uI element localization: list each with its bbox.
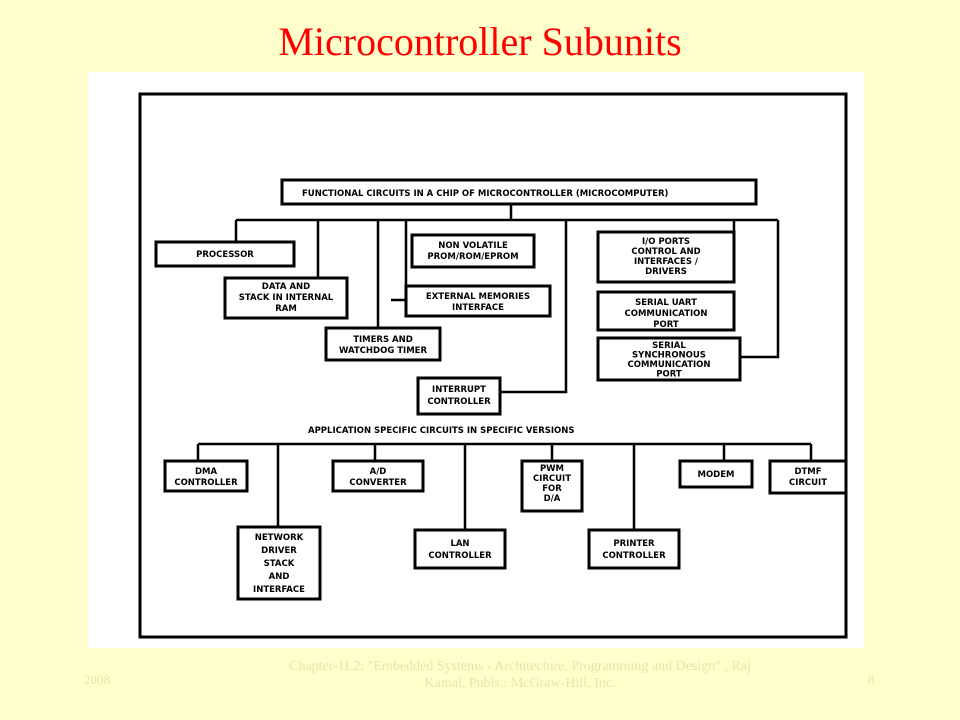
adc-box <box>331 459 425 493</box>
serial-sync-label: PORT <box>656 370 682 380</box>
footer-page-number: 8 <box>868 672 875 687</box>
io-ports-label: I/O PORTS <box>642 237 690 247</box>
lan-label: LAN <box>450 539 469 549</box>
timers-box <box>324 326 442 362</box>
interrupt-box <box>416 376 502 416</box>
timers-label: TIMERS AND <box>353 335 413 345</box>
lower-bus <box>196 442 813 530</box>
dtmf-label: CIRCUIT <box>789 478 827 488</box>
interrupt-label: CONTROLLER <box>427 397 491 407</box>
functional-circuits-header: FUNCTIONAL CIRCUITS IN A CHIP OF MICROCO… <box>302 189 669 199</box>
data-stack-label: STACK IN INTERNAL <box>239 293 334 303</box>
network-label: AND <box>269 572 290 582</box>
serial-sync-label: COMMUNICATION <box>627 360 710 370</box>
pwm-label: PWM <box>540 464 564 474</box>
pwm-label: CIRCUIT <box>533 474 571 484</box>
printer-label: CONTROLLER <box>602 551 666 561</box>
serial-uart-label: PORT <box>653 320 679 330</box>
serial-sync-box <box>596 336 742 382</box>
serial-uart-box <box>596 290 736 332</box>
network-label: INTERFACE <box>253 585 305 595</box>
adc-label: CONVERTER <box>349 478 407 488</box>
nonvolatile-label: PROM/ROM/EPROM <box>427 252 518 262</box>
serial-uart-label: SERIAL UART <box>635 298 697 308</box>
dma-label: CONTROLLER <box>174 478 238 488</box>
io-ports-label: DRIVERS <box>645 267 687 277</box>
dtmf-label: DTMF <box>794 467 821 477</box>
nonvolatile-box <box>410 233 536 269</box>
modem-label: MODEM <box>697 470 734 480</box>
io-ports-box <box>596 230 736 284</box>
dma-box <box>163 459 249 493</box>
footer-year: 2008 <box>84 672 110 687</box>
pwm-box <box>520 459 584 513</box>
ext-mem-box <box>404 284 552 318</box>
printer-label: PRINTER <box>613 539 655 549</box>
ext-mem-label: EXTERNAL MEMORIES <box>426 292 530 302</box>
data-stack-label: RAM <box>275 304 297 314</box>
ext-mem-label: INTERFACE <box>452 303 504 313</box>
processor-label: PROCESSOR <box>196 250 254 260</box>
data-stack-box <box>223 276 349 320</box>
serial-sync-label: SERIAL <box>652 341 686 351</box>
nonvolatile-label: NON VOLATILE <box>438 241 508 251</box>
serial-sync-label: SYNCHRONOUS <box>632 351 706 361</box>
io-ports-label: INTERFACES / <box>634 257 699 267</box>
lan-label: CONTROLLER <box>428 551 492 561</box>
data-stack-label: DATA AND <box>262 282 310 292</box>
adc-label: A/D <box>370 467 387 477</box>
timers-label: WATCHDOG TIMER <box>339 346 428 356</box>
network-box <box>236 525 322 601</box>
processor-box <box>154 240 296 268</box>
dtmf-box <box>768 459 848 495</box>
printer-box <box>587 528 681 570</box>
diagram-frame <box>138 92 848 639</box>
network-label: STACK <box>264 559 295 569</box>
network-label: DRIVER <box>261 546 297 556</box>
modem-box <box>678 459 754 489</box>
serial-uart-label: COMMUNICATION <box>624 309 707 319</box>
interrupt-label: INTERRUPT <box>432 385 486 395</box>
block-diagram: FUNCTIONAL CIRCUITS IN A CHIP OF MICROCO… <box>88 72 864 648</box>
slide-title: Microcontroller Subunits <box>278 19 682 64</box>
pwm-label: D/A <box>544 494 561 504</box>
pwm-label: FOR <box>542 484 562 494</box>
network-label: NETWORK <box>255 533 304 543</box>
io-ports-label: CONTROL AND <box>631 247 700 257</box>
lan-box <box>413 528 507 570</box>
footer-citation: Chapter-1L2: "Embedded Systems - Archite… <box>289 659 751 691</box>
dma-label: DMA <box>195 467 218 477</box>
application-specific-header: APPLICATION SPECIFIC CIRCUITS IN SPECIFI… <box>308 426 575 436</box>
functional-circuits-header-box <box>280 178 758 206</box>
